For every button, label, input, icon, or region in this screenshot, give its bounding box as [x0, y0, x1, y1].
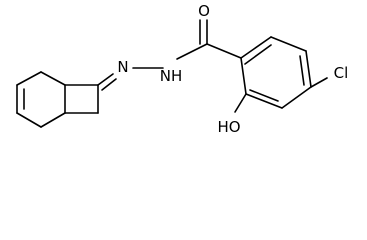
bond-r6-r1-inner: [249, 89, 279, 102]
carbonyl-oxygen-label: O: [198, 2, 210, 20]
bond-r3-r4: [270, 36, 307, 52]
bond-r1-r2: [206, 43, 242, 59]
benzene-ring: [206, 36, 328, 113]
bond-r5-r6: [281, 86, 312, 109]
bond-c5-c6: [40, 112, 66, 128]
hydroxyl-label: HO: [217, 118, 240, 136]
bond-r6-r1: [245, 93, 283, 109]
bond-c1-c2: [40, 71, 66, 86]
bond-r2-r3: [240, 36, 272, 59]
chlorine-label: Cl: [334, 64, 349, 82]
bond-r4-r5: [305, 50, 312, 88]
bond-c7-n-double-a: [97, 73, 114, 86]
bond-r1-r2-ring: [240, 57, 247, 95]
hydrazone-linker: [97, 19, 208, 91]
bond-r1-oh: [234, 93, 247, 113]
chemical-structure-diagram: O N NH Cl HO: [16, 2, 349, 136]
amide-nitrogen-label: NH: [160, 67, 183, 85]
bicycloheptene-group: [16, 71, 99, 128]
bond-r5-cl: [310, 77, 328, 88]
bond-nh-c: [176, 43, 208, 60]
imine-nitrogen-label: N: [117, 58, 128, 76]
bond-c4-c5: [16, 112, 42, 128]
bond-r2-r3-inner: [244, 44, 272, 65]
bond-c2-c3: [16, 71, 42, 86]
bond-r4-r5-inner: [299, 55, 305, 86]
bond-c7-n-double-b: [101, 78, 117, 91]
